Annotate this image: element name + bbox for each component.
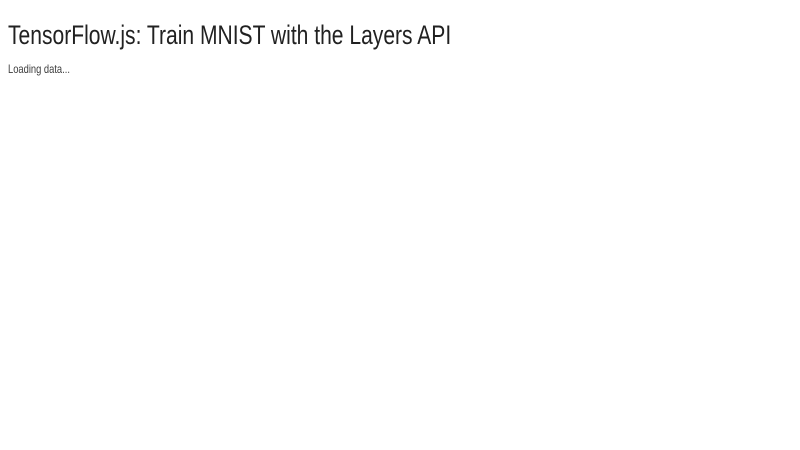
loading-status: Loading data... (8, 62, 792, 76)
page-title: TensorFlow.js: Train MNIST with the Laye… (8, 20, 792, 51)
page-content: TensorFlow.js: Train MNIST with the Laye… (0, 0, 800, 76)
page-title-text: TensorFlow.js: Train MNIST with the Laye… (8, 20, 452, 50)
loading-status-text: Loading data... (8, 62, 70, 76)
